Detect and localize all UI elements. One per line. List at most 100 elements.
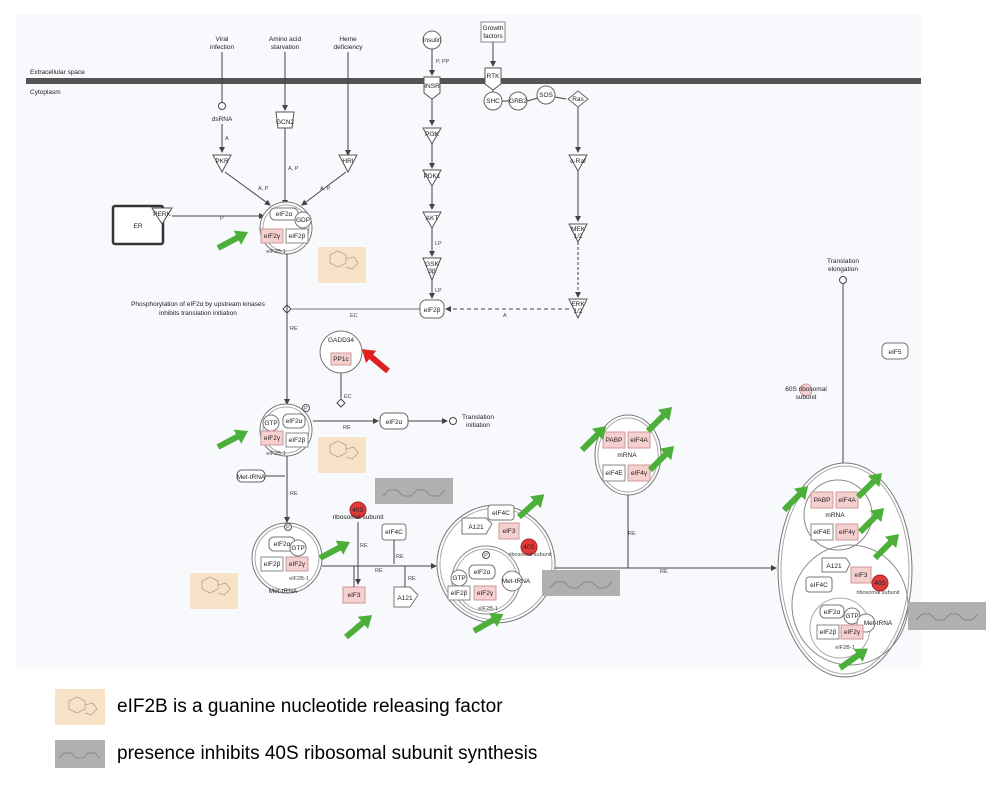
guanine-nucleotide-structure-1 <box>318 247 366 283</box>
svg-text:eIF2β: eIF2β <box>264 561 281 568</box>
svg-text:inhibits translation initiatio: inhibits translation initiation <box>159 310 237 317</box>
svg-text:PP1c: PP1c <box>333 356 349 363</box>
amino-acid-starvation-stimulus: Amino acid starvation <box>269 36 302 51</box>
svg-text:eIF2B-1: eIF2B-1 <box>266 249 286 255</box>
svg-text:PABP: PABP <box>606 437 623 444</box>
svg-text:PERK: PERK <box>153 211 171 218</box>
guanine-nucleotide-structure-2 <box>318 437 366 473</box>
svg-text:eIF3: eIF3 <box>854 572 867 579</box>
svg-text:Viral: Viral <box>216 36 229 43</box>
edge-label-lp: LP <box>435 288 442 294</box>
eif4f-mrna-complex[interactable]: PABP eIF4A mRNA eIF4E eIF4γ <box>594 414 662 496</box>
edge-label-a-pp: P, PP <box>436 59 450 65</box>
perk-node[interactable]: PERK <box>151 207 173 225</box>
ternary-complex[interactable]: eIF2α P GTP eIF2β eIF2γ eIF2B-1 Met-tRNA <box>251 522 323 595</box>
svg-text:AKT: AKT <box>426 215 439 222</box>
svg-text:Growth: Growth <box>483 25 504 32</box>
hri-node[interactable]: HRI <box>338 154 358 174</box>
gadd34-pp1c-complex[interactable]: GADD34 PP1c <box>319 330 363 374</box>
gray-swatch-icon <box>55 740 105 768</box>
svg-text:RTK: RTK <box>487 73 501 80</box>
rtk-node[interactable]: RTK <box>484 67 502 91</box>
svg-text:GTP: GTP <box>452 575 465 582</box>
svg-text:eIF5: eIF5 <box>888 349 901 356</box>
svg-text:eIF2α: eIF2α <box>386 419 403 426</box>
pi3k-node[interactable]: PI3K <box>422 127 442 146</box>
svg-text:eIF2β: eIF2β <box>289 437 306 444</box>
eif2b-mid-node[interactable]: eIF2β <box>419 299 445 319</box>
svg-text:INSR: INSR <box>424 83 440 90</box>
svg-text:P: P <box>286 525 290 531</box>
preinitiation-complex-43s[interactable]: eIF4C A121 eIF3 40S ribosomal subunit P … <box>436 504 556 624</box>
akt-node[interactable]: AKT <box>422 211 442 230</box>
edge-label-ap: A, P <box>258 186 269 192</box>
svg-text:PDK1: PDK1 <box>424 173 441 180</box>
insr-node[interactable]: INSR <box>423 76 441 100</box>
gsk3b-node[interactable]: GSK 3β <box>422 257 442 282</box>
shc-node[interactable]: SHC <box>483 91 503 111</box>
met-trna-node[interactable]: Met-tRNA <box>236 469 266 483</box>
svg-text:c-Raf: c-Raf <box>570 158 586 165</box>
growth-factors-node[interactable]: Growth factors <box>480 21 506 43</box>
svg-text:elongation: elongation <box>828 266 858 273</box>
eif5-node[interactable]: eIF5 <box>881 342 909 360</box>
legend-text-40s-inhibitor: presence inhibits 40S ribosomal subunit … <box>117 743 538 764</box>
mek-node[interactable]: MEK 1/2 <box>568 223 588 244</box>
svg-text:A121: A121 <box>468 524 484 531</box>
pdk1-node[interactable]: PDK1 <box>422 169 442 188</box>
svg-text:Insulin: Insulin <box>423 37 442 44</box>
sos-node[interactable]: SOS <box>536 85 556 105</box>
edge-label-re: RE <box>396 554 404 560</box>
c-raf-node[interactable]: c-Raf <box>568 154 588 173</box>
edge-label-re: RE <box>628 531 636 537</box>
svg-text:MEK: MEK <box>571 226 586 233</box>
dsrna-node[interactable]: dsRNA <box>212 102 233 124</box>
svg-text:eIF2β: eIF2β <box>289 233 306 240</box>
free-eif3-node[interactable]: eIF3 <box>342 586 366 604</box>
er-node[interactable]: ER <box>111 204 165 246</box>
free-a121-node[interactable]: A121 <box>393 586 419 608</box>
edge-label-re: RE <box>408 576 416 582</box>
svg-text:eIF4γ: eIF4γ <box>839 529 856 536</box>
60s-ribosomal-subunit[interactable]: 60S ribosomal subunit <box>785 383 827 401</box>
svg-text:A121: A121 <box>397 595 413 602</box>
gcn2-node[interactable]: GCN2 <box>275 111 295 129</box>
insulin-node[interactable]: Insulin <box>422 30 442 50</box>
svg-text:initiation: initiation <box>466 422 490 429</box>
edge-label-ec: EC <box>350 313 358 319</box>
svg-text:eIF2γ: eIF2γ <box>264 435 281 442</box>
svg-text:HRI: HRI <box>342 158 353 165</box>
svg-text:Met-tRNA: Met-tRNA <box>237 474 266 481</box>
svg-text:eIF2α: eIF2α <box>824 609 841 616</box>
eif2-gdp-complex[interactable]: eIF2α GDP eIF2γ eIF2β eIF2B-1 <box>259 201 313 255</box>
svg-text:ribosomal subunit: ribosomal subunit <box>508 552 552 558</box>
free-eif4c-node[interactable]: eIF4C <box>381 523 407 541</box>
extracellular-label: Extracellular space <box>30 69 85 76</box>
svg-text:eIF4E: eIF4E <box>813 529 831 536</box>
svg-text:40S: 40S <box>874 580 886 587</box>
pkr-node[interactable]: PKR <box>212 154 232 174</box>
free-40s-ribosomal-subunit[interactable]: 40S ribosomal subunit <box>333 501 384 521</box>
svg-text:eIF4C: eIF4C <box>492 510 510 517</box>
svg-text:60S ribosomal: 60S ribosomal <box>785 386 827 393</box>
svg-text:Ras: Ras <box>572 96 584 103</box>
svg-text:eIF2β: eIF2β <box>820 629 837 636</box>
cell-membrane <box>26 78 921 84</box>
edge-label-re: RE <box>660 569 668 575</box>
legend-item-40s-inhibitor: presence inhibits 40S ribosomal subunit … <box>55 740 537 768</box>
svg-text:eIF3: eIF3 <box>502 528 515 535</box>
grb2-node[interactable]: GRB2 <box>508 91 528 111</box>
erk-node[interactable]: ERK 1/2 <box>568 298 588 320</box>
svg-text:eIF2α: eIF2α <box>286 418 303 425</box>
edge-label-re: RE <box>375 568 383 574</box>
svg-text:Translation: Translation <box>827 258 859 265</box>
svg-text:ER: ER <box>133 223 142 230</box>
eif2-gtp-complex[interactable]: GTP eIF2α P eIF2γ eIF2β eIF2B-1 <box>259 403 313 457</box>
translation-elongation-label: Translation elongation <box>827 258 859 273</box>
svg-text:Met-tRNA: Met-tRNA <box>864 620 893 627</box>
edge-label-ap: A, P <box>320 186 331 192</box>
ras-node[interactable]: Ras <box>567 90 589 108</box>
svg-text:eIF4A: eIF4A <box>838 497 856 504</box>
eif2a-out-node[interactable]: eIF2α <box>379 412 409 430</box>
svg-text:A121: A121 <box>826 563 842 570</box>
